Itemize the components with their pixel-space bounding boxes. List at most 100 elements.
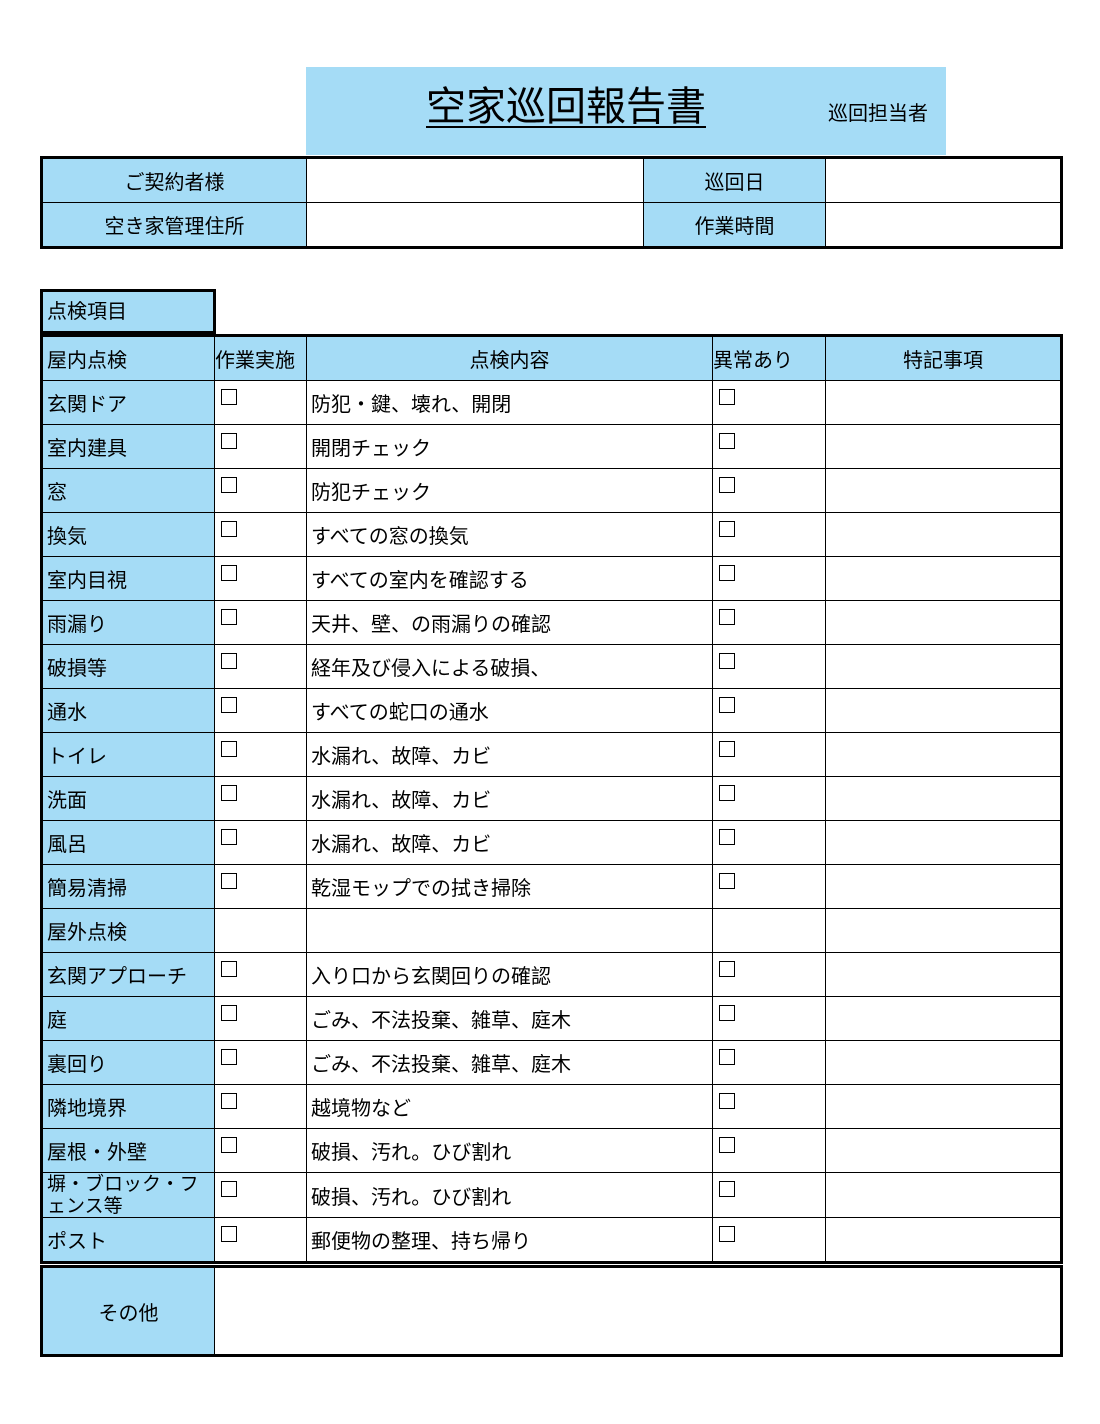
contractor-field[interactable] (306, 157, 644, 203)
address-field[interactable] (306, 202, 644, 248)
item-name: 室内建具 (41, 424, 215, 469)
empty-cell (214, 908, 307, 953)
abnormal-checkbox[interactable] (719, 873, 735, 889)
item-name: 洗面 (41, 776, 215, 821)
table-row: 換気すべての窓の換気 (41, 512, 1062, 557)
address-label: 空き家管理住所 (41, 202, 307, 248)
notes-field[interactable] (825, 732, 1062, 777)
item-content: 防犯チェック (306, 468, 713, 513)
abnormal-checkbox-cell (712, 952, 826, 997)
item-name: 塀・ブロック・フェンス等 (41, 1172, 215, 1218)
done-checkbox-cell (214, 512, 307, 557)
table-row: 玄関ドア防犯・鍵、壊れ、開閉 (41, 380, 1062, 425)
table-row: 雨漏り天井、壁、の雨漏りの確認 (41, 600, 1062, 645)
notes-field[interactable] (825, 996, 1062, 1041)
done-checkbox[interactable] (221, 653, 237, 669)
done-checkbox[interactable] (221, 1181, 237, 1197)
done-checkbox-cell (214, 864, 307, 909)
done-checkbox[interactable] (221, 873, 237, 889)
done-checkbox[interactable] (221, 1226, 237, 1242)
done-checkbox-cell (214, 952, 307, 997)
item-content: 入り口から玄関回りの確認 (306, 952, 713, 997)
abnormal-checkbox-cell (712, 468, 826, 513)
notes-field[interactable] (825, 1084, 1062, 1129)
table-row: トイレ水漏れ、故障、カビ (41, 732, 1062, 777)
done-checkbox[interactable] (221, 389, 237, 405)
done-checkbox[interactable] (221, 1005, 237, 1021)
item-name: 玄関アプローチ (41, 952, 215, 997)
abnormal-checkbox[interactable] (719, 653, 735, 669)
abnormal-checkbox[interactable] (719, 389, 735, 405)
done-checkbox[interactable] (221, 477, 237, 493)
abnormal-checkbox[interactable] (719, 1049, 735, 1065)
done-checkbox[interactable] (221, 521, 237, 537)
abnormal-checkbox-cell (712, 820, 826, 865)
item-content: ごみ、不法投棄、雑草、庭木 (306, 996, 713, 1041)
item-content: すべての窓の換気 (306, 512, 713, 557)
outdoor-header-row: 屋外点検 (41, 908, 1062, 953)
abnormal-checkbox[interactable] (719, 609, 735, 625)
done-checkbox-cell (214, 380, 307, 425)
abnormal-checkbox-cell (712, 732, 826, 777)
notes-field[interactable] (825, 600, 1062, 645)
abnormal-checkbox[interactable] (719, 1093, 735, 1109)
inspector-label: 巡回担当者 (828, 101, 928, 125)
notes-field[interactable] (825, 1217, 1062, 1263)
done-checkbox[interactable] (221, 829, 237, 845)
notes-field[interactable] (825, 556, 1062, 601)
notes-field[interactable] (825, 776, 1062, 821)
done-checkbox[interactable] (221, 1093, 237, 1109)
notes-field[interactable] (825, 864, 1062, 909)
done-checkbox[interactable] (221, 697, 237, 713)
notes-field[interactable] (825, 1040, 1062, 1085)
abnormal-checkbox[interactable] (719, 565, 735, 581)
other-field[interactable] (214, 1266, 1062, 1356)
abnormal-checkbox[interactable] (719, 741, 735, 757)
abnormal-checkbox-cell (712, 1128, 826, 1173)
done-checkbox-cell (214, 996, 307, 1041)
abnormal-checkbox[interactable] (719, 1005, 735, 1021)
done-checkbox[interactable] (221, 1049, 237, 1065)
done-checkbox[interactable] (221, 1137, 237, 1153)
empty-cell (712, 908, 826, 953)
item-name: 玄関ドア (41, 380, 215, 425)
abnormal-checkbox[interactable] (719, 1181, 735, 1197)
done-checkbox[interactable] (221, 565, 237, 581)
notes-field[interactable] (825, 468, 1062, 513)
abnormal-checkbox[interactable] (719, 697, 735, 713)
notes-field[interactable] (825, 644, 1062, 689)
header-notes: 特記事項 (825, 335, 1062, 381)
abnormal-checkbox[interactable] (719, 477, 735, 493)
done-checkbox[interactable] (221, 433, 237, 449)
abnormal-checkbox[interactable] (719, 829, 735, 845)
section-label: 点検項目 (40, 289, 216, 334)
done-checkbox[interactable] (221, 741, 237, 757)
abnormal-checkbox[interactable] (719, 521, 735, 537)
outdoor-label: 屋外点検 (41, 908, 215, 953)
item-content: すべての蛇口の通水 (306, 688, 713, 733)
abnormal-checkbox[interactable] (719, 961, 735, 977)
abnormal-checkbox[interactable] (719, 1137, 735, 1153)
done-checkbox-cell (214, 732, 307, 777)
info-table: ご契約者様 巡回日 空き家管理住所 作業時間 (40, 156, 1063, 249)
notes-field[interactable] (825, 1172, 1062, 1218)
abnormal-checkbox[interactable] (719, 1226, 735, 1242)
notes-field[interactable] (825, 820, 1062, 865)
notes-field[interactable] (825, 688, 1062, 733)
item-content: 破損、汚れ。ひび割れ (306, 1172, 713, 1218)
abnormal-checkbox[interactable] (719, 785, 735, 801)
time-field[interactable] (825, 202, 1062, 248)
item-content: ごみ、不法投棄、雑草、庭木 (306, 1040, 713, 1085)
done-checkbox[interactable] (221, 609, 237, 625)
done-checkbox[interactable] (221, 785, 237, 801)
date-field[interactable] (825, 157, 1062, 203)
abnormal-checkbox[interactable] (719, 433, 735, 449)
notes-field[interactable] (825, 380, 1062, 425)
notes-field[interactable] (825, 512, 1062, 557)
item-content: 越境物など (306, 1084, 713, 1129)
notes-field[interactable] (825, 1128, 1062, 1173)
item-name: 雨漏り (41, 600, 215, 645)
notes-field[interactable] (825, 424, 1062, 469)
done-checkbox[interactable] (221, 961, 237, 977)
notes-field[interactable] (825, 952, 1062, 997)
